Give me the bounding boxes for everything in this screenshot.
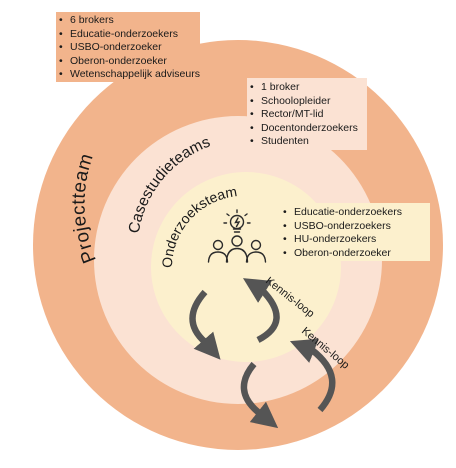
- list-item: Educatie-onderzoekers: [56, 28, 200, 42]
- list-item: Wetenschappelijk adviseurs: [56, 68, 200, 82]
- loop-arrow: [242, 278, 280, 343]
- loop-arrow: [189, 289, 221, 360]
- list-item: Oberon-onderzoeker: [280, 247, 430, 261]
- list-item: Oberon-onderzoeker: [56, 55, 200, 69]
- onderzoeksteam-members-box: Educatie-onderzoekers USBO-onderzoekers …: [280, 203, 430, 261]
- team-idea-icon: [207, 209, 267, 263]
- list-item: 1 broker: [247, 81, 367, 95]
- list-item: USBO-onderzoeker: [56, 41, 200, 55]
- list-item: HU-onderzoekers: [280, 233, 430, 247]
- list-item: Schoolopleider: [247, 95, 367, 109]
- kennis-loop-arrows-upper: [189, 278, 280, 360]
- loop-arrow: [240, 361, 279, 429]
- list-item: Studenten: [247, 135, 367, 149]
- projectteam-members-box: 6 brokers Educatie-onderzoekers USBO-ond…: [56, 12, 200, 82]
- list-item: Docentonderzoekers: [247, 122, 367, 136]
- list-item: 6 brokers: [56, 14, 200, 28]
- kennis-loop-arrows-lower: [240, 338, 336, 429]
- list-item: USBO-onderzoekers: [280, 220, 430, 234]
- list-item: Rector/MT-lid: [247, 108, 367, 122]
- loop-arrow: [289, 338, 336, 413]
- casestudieteams-members-box: 1 broker Schoolopleider Rector/MT-lid Do…: [247, 78, 367, 150]
- list-item: Educatie-onderzoekers: [280, 206, 430, 220]
